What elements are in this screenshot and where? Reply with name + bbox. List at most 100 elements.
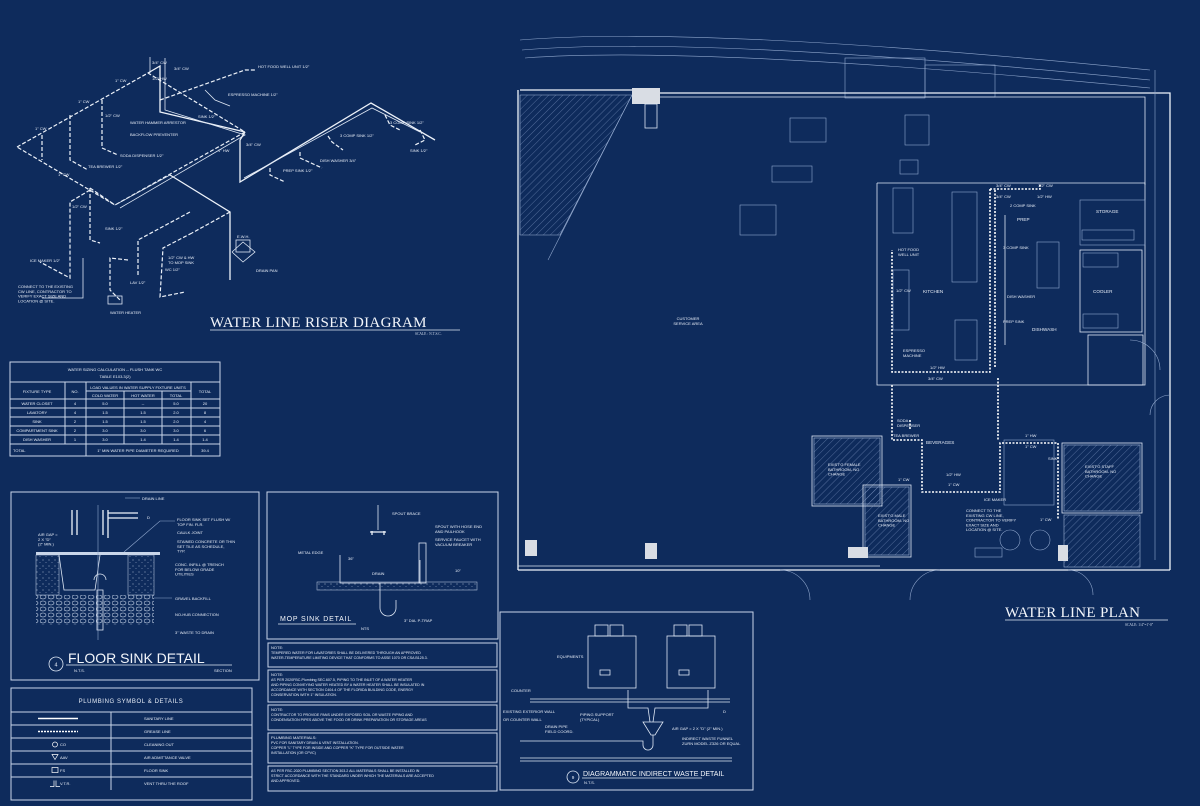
plan-title: WATER LINE PLAN	[1005, 605, 1140, 621]
room-kitchen: KITCHEN	[923, 289, 943, 294]
cell-cold: 1.5	[102, 419, 108, 424]
text-line: EXISTING CW LINE,	[966, 513, 1004, 518]
cell-fixture: COMPARTMENT SINK	[16, 428, 58, 433]
legend-symbol: V.T.R.	[60, 781, 71, 786]
riser-label: 3 COMP SINK 1/2"	[340, 133, 374, 138]
note-heading: NOTE:	[271, 672, 283, 677]
riser-label: 3/4" CW	[152, 60, 167, 65]
text-line: SPOUT WITH HOSE END	[435, 524, 482, 529]
cell-hot: 3.0	[140, 428, 146, 433]
riser-label: TEA BREWER 1/2"	[88, 164, 123, 169]
legend-label: FLOOR SINK	[144, 768, 169, 773]
text-line: CONNECT TO THE	[966, 508, 1002, 513]
callout-ptrap: 3" DIA. P-TRAP	[404, 618, 433, 623]
callout-counter: COUNTER	[511, 688, 531, 693]
riser-label: DRAIN PAN	[256, 268, 278, 273]
floor-sink-icon	[51, 767, 59, 773]
callout-equipments: EQUIPMENTS	[557, 654, 584, 659]
cell-fixture: LAVATORY	[27, 410, 48, 415]
room-cooler: COOLER	[1093, 289, 1113, 294]
text-line: VACUUM BREAKER	[435, 542, 472, 547]
text-line: DISPENSER	[897, 423, 920, 428]
text-line: CHANGE	[1085, 474, 1102, 479]
riser-label: ICE MAKER 1/2"	[30, 258, 61, 263]
text-line: HOT FOOD	[898, 247, 919, 252]
note-line: STRICT ACCORDANCE WITH THE STANDARD UNDE…	[271, 774, 434, 778]
legend-label: AIR ADMITTANCE VALVE	[144, 755, 191, 760]
text-line: 2 X "D"	[38, 537, 51, 542]
cell-no: 4	[74, 410, 77, 415]
text-line: CW LINE, CONTRACTOR TO	[18, 289, 72, 294]
riser-scale: SCALE : N.T.S.C.	[415, 332, 442, 336]
riser-label: 3/4" CW	[246, 142, 261, 147]
text-line: TYP.	[177, 549, 185, 554]
pipe-label: DISH WASHER	[1007, 294, 1035, 299]
mop-sink-nts: NTS	[361, 626, 369, 631]
text-line: VERIFY EXACT SIZE AND	[18, 294, 66, 299]
cell-grand: 8	[204, 410, 207, 415]
riser-label: 1" CW	[58, 172, 70, 177]
cell-fixture: WATER CLOSET	[21, 401, 53, 406]
text-line: SERVICE AREA	[673, 321, 703, 326]
pipe-label: 2 COMP SINK	[1010, 203, 1036, 208]
vtr-icon	[50, 780, 60, 787]
cell-hot: 1.5	[140, 410, 146, 415]
callout-no-hub: NO-HUB CONNECTION	[175, 612, 219, 617]
text-line: EXACT SIZE AND	[966, 522, 999, 527]
note-line: AND APPROVED.	[271, 779, 300, 783]
equipment-left	[587, 624, 637, 689]
callout-d: D	[723, 709, 726, 714]
legend-label: GREASE LINE	[144, 729, 171, 734]
text-line: DRAIN PIPE	[545, 724, 568, 729]
riser-label: SINK 1/2"	[198, 114, 216, 119]
pipe-label: 3/4" CW	[996, 194, 1011, 199]
riser-label: 1" CW	[35, 126, 47, 131]
cell-hot: 1.4	[140, 437, 146, 442]
note-line: CONTRACTOR TO PROVIDE PANS UNDER EXPOSED…	[271, 713, 413, 717]
pipe-label: 1/2" HW	[946, 472, 961, 477]
detail-number: 9	[572, 775, 575, 780]
text-line: PIPING SUPPORT	[580, 712, 614, 717]
riser-label: PREP SINK 1/2"	[283, 168, 313, 173]
pipe-label: TEA BREWER	[893, 433, 919, 438]
callout-floor-sink: FLOOR SINK SET FLUSH W/TOP FIN. FLR.	[177, 517, 231, 527]
pipe-label: PREP SINK	[1003, 319, 1025, 324]
riser-label: WATER HEATER	[110, 310, 141, 315]
callout-metal-edge: METAL EDGE	[298, 550, 324, 555]
note-line: INSTALLATION (OR CPVC)	[271, 751, 316, 755]
note-line: CONDENSATION PIPES ABOVE THE FOOD OR DRI…	[271, 718, 427, 722]
plan-pipe-labels: 3/4" CW 1/2" CW 3/4" CW 1/2" HW 2 COMP S…	[893, 183, 1058, 532]
riser-label: WC 1/2"	[165, 267, 180, 272]
cleanout-icon	[52, 741, 58, 748]
equipment-right	[666, 624, 716, 689]
riser-label: 1/2" HW	[152, 76, 167, 81]
cell-cold: 5.0	[102, 401, 108, 406]
water-sizing-table: WATER SIZING CALCULATION -- FLUSH TANK W…	[9, 361, 221, 457]
cell-no: 4	[74, 401, 77, 406]
callout-piping-support: PIPING SUPPORT(TYPICAL)	[580, 712, 614, 722]
note-line: AS PER FBC-2020 PLUMBING SECTION 303.2 A…	[271, 769, 420, 773]
header-hot: HOT WATER	[131, 393, 155, 398]
cell-grand: 20	[203, 401, 208, 406]
note-block: PLUMBING MATERIALS:PVC FOR SANITARY DRAI…	[271, 735, 404, 755]
text-line: LOCATION @ SITE.	[18, 298, 54, 303]
header-cold: COLD WATER	[92, 393, 118, 398]
room-prep: PREP	[1017, 217, 1030, 222]
notes: NOTE:TEMPERED WATER FOR LAVATORIES SHALL…	[267, 642, 498, 792]
pipe-label: 3 COMP SINK	[1003, 245, 1029, 250]
note-line: AND PIPING CONVEYING WATER HEATED BY A W…	[271, 683, 425, 687]
text-line: (2" MIN.)	[38, 542, 55, 547]
plan-scale: SCALE: 1/4"=1'-0"	[1125, 623, 1154, 627]
text-line: EXIST'G MALE	[878, 513, 906, 518]
note-line: AS PER 2020FBC-Plumbing SEC.607.5, PIPIN…	[271, 678, 412, 682]
